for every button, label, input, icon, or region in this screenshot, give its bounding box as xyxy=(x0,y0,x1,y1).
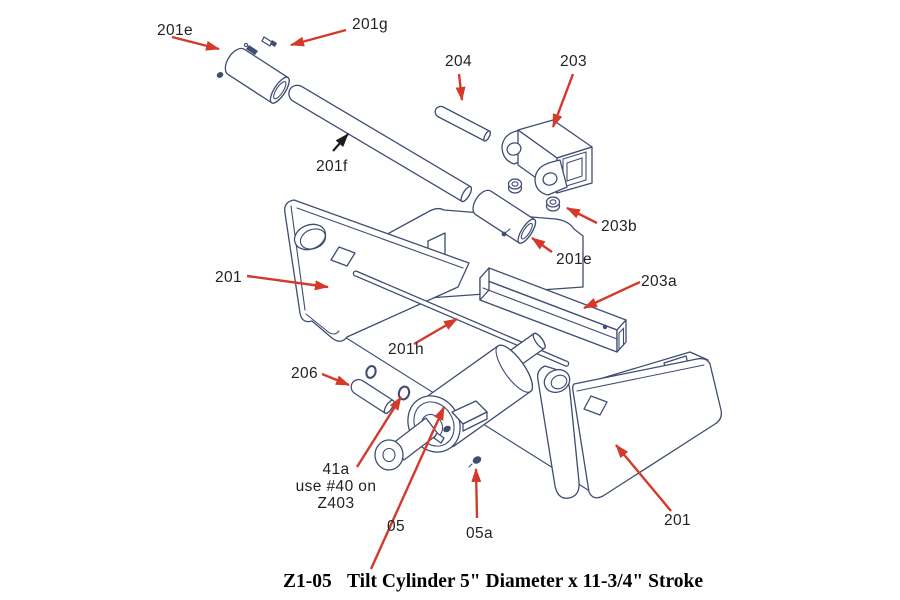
arrow-203a xyxy=(583,280,641,310)
arrow-05a xyxy=(471,468,482,519)
part-cylinder-05 xyxy=(374,332,546,471)
part-bushing-201e-top xyxy=(216,47,290,104)
part-pin-206 xyxy=(350,378,395,414)
label-206: 206 xyxy=(291,365,318,382)
part-pin-204 xyxy=(434,105,491,142)
part-orings-41a xyxy=(365,365,411,401)
label-203b: 203b xyxy=(601,218,637,235)
part-screws-201g xyxy=(243,36,277,55)
label-203a: 203a xyxy=(641,273,677,290)
caption-title: Tilt Cylinder 5" Diameter x 11-3/4" Stro… xyxy=(347,571,703,592)
part-left-bracket-201 xyxy=(284,199,470,342)
arrow-05 xyxy=(369,406,446,570)
part-square-tube-203a xyxy=(479,267,627,353)
label-41a-line3: Z403 xyxy=(318,495,355,512)
arrow-201e-mid xyxy=(531,237,553,253)
arrow-201f xyxy=(332,133,349,152)
label-201f: 201f xyxy=(316,158,348,175)
label-201h: 201h xyxy=(388,341,424,358)
arrow-203 xyxy=(551,73,575,128)
label-41a-line2: use #40 on xyxy=(296,478,377,495)
arrow-201-left xyxy=(246,274,329,291)
arrow-41a xyxy=(355,396,403,468)
label-201e-mid: 201e xyxy=(556,251,592,268)
arrow-203b xyxy=(566,206,598,225)
part-right-bracket-201 xyxy=(537,351,723,499)
label-05a: 05a xyxy=(466,525,493,542)
arrow-204 xyxy=(455,73,466,101)
label-41a-line1: 41a xyxy=(322,461,349,478)
label-204: 204 xyxy=(445,53,472,70)
part-fitting-05a xyxy=(468,456,482,468)
arrow-201e-top xyxy=(171,35,220,51)
part-rod-201h xyxy=(352,270,570,367)
arrow-206 xyxy=(321,372,350,387)
label-203: 203 xyxy=(560,53,587,70)
label-201-left: 201 xyxy=(215,269,242,286)
arrow-201h xyxy=(413,317,458,346)
arrow-201g xyxy=(290,28,347,47)
label-201g: 201g xyxy=(352,16,388,33)
caption-model-code: Z1-05 xyxy=(283,571,332,592)
part-grommets-203b xyxy=(507,178,561,212)
label-201-right: 201 xyxy=(664,512,691,529)
part-clevis-203 xyxy=(501,119,593,196)
part-tube-201f xyxy=(288,84,473,203)
label-05: 05 xyxy=(387,518,405,535)
arrow-201-right xyxy=(615,444,672,512)
part-bushing-201e-mid xyxy=(472,189,537,244)
label-201e-top: 201e xyxy=(157,22,193,39)
